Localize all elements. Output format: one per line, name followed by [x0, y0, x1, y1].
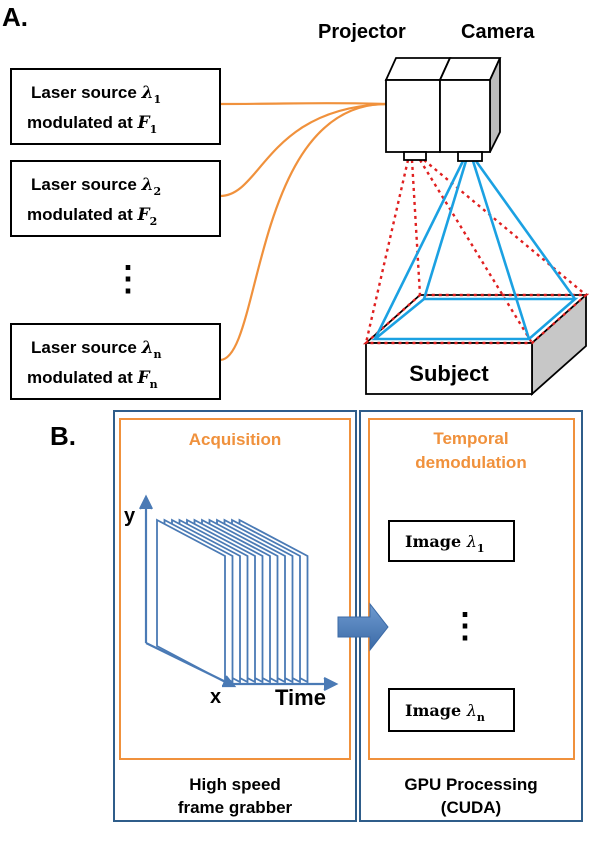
laser-source-2-lambda: λ: [141, 175, 154, 195]
fiber-1: [219, 102, 387, 106]
y-axis-arrowhead: [139, 494, 153, 510]
image-box-1-lambda: λ: [466, 532, 477, 551]
frame-grabber-panel: [113, 410, 357, 822]
panel-a-label: A.: [2, 2, 28, 32]
grabber-caption-2: frame grabber: [178, 798, 293, 817]
svg-text:modulated at F2: modulated at F2: [27, 205, 157, 228]
image-box-n-lambda: λ: [466, 701, 477, 720]
gpu-caption-2: (CUDA): [441, 798, 501, 817]
subject-label: Subject: [409, 361, 489, 386]
image-box-n: Image λn: [388, 688, 515, 732]
laser-source-n-mod: modulated at: [27, 368, 138, 387]
panel-b-label: B.: [50, 421, 76, 451]
laser-source-2-lambda-sub: 2: [153, 185, 161, 198]
transfer-arrow: [337, 602, 389, 652]
demodulation-title-2: demodulation: [415, 453, 526, 472]
acquisition-box: [119, 418, 351, 760]
camera-device: [438, 57, 502, 162]
projector-label: Projector: [318, 21, 406, 43]
svg-text:Image λn: Image λn: [405, 701, 485, 724]
time-axis-arrowhead: [323, 677, 339, 691]
image-box-1-sub: 1: [477, 542, 485, 555]
frame-stack: [156, 518, 309, 684]
gpu-panel: [359, 410, 583, 822]
acquisition-title: Acquisition: [189, 430, 282, 449]
svg-text:Laser source λ1: Laser source λ1: [31, 83, 161, 106]
gpu-caption-1: GPU Processing: [404, 775, 537, 794]
grabber-caption-1: High speed: [189, 775, 281, 794]
svg-text:Image λ1: Image λ1: [405, 532, 485, 555]
svg-text:Laser source λn: Laser source λn: [31, 338, 161, 361]
camera-label: Camera: [461, 21, 535, 43]
camera-rays: [371, 160, 579, 341]
acquisition-axes: [139, 494, 339, 691]
laser-source-2-mod: modulated at: [27, 205, 138, 224]
fiber-n: [219, 102, 387, 362]
laser-source-n-lambda-sub: n: [153, 348, 161, 361]
svg-text:Laser source λ2: Laser source λ2: [31, 175, 161, 198]
laser-source-n-text: Laser source: [31, 338, 142, 357]
sources-ellipsis: ⋮: [111, 260, 145, 298]
fiber-2: [219, 102, 387, 198]
optical-fibers: [219, 102, 387, 362]
laser-source-1-mod: modulated at: [27, 113, 138, 132]
projector-lens: [403, 151, 427, 161]
laser-source-n-freq-sub: n: [150, 378, 158, 391]
laser-source-1-freq-sub: 1: [150, 123, 158, 136]
images-ellipsis: ⋮: [448, 607, 482, 645]
time-axis-label: Time: [275, 685, 326, 710]
laser-source-1-lambda: λ: [141, 83, 154, 103]
x-axis-label: x: [210, 686, 221, 708]
image-box-n-text: Image: [405, 701, 467, 720]
laser-source-2: Laser source λ2 modulated at F2: [10, 160, 221, 237]
laser-source-2-freq-sub: 2: [150, 215, 158, 228]
demodulation-title-1: Temporal: [433, 429, 508, 448]
laser-source-2-text: Laser source: [31, 175, 142, 194]
demodulation-box: [368, 418, 575, 760]
laser-source-1-lambda-sub: 1: [153, 93, 161, 106]
laser-source-1: Laser source λ1 modulated at F1: [10, 68, 221, 145]
laser-source-n-lambda: λ: [141, 338, 154, 358]
x-axis: [145, 642, 231, 685]
y-axis-label: y: [124, 505, 136, 527]
laser-source-1-freq: F: [137, 113, 152, 133]
image-box-n-sub: n: [477, 711, 485, 724]
laser-source-n: Laser source λn modulated at Fn: [10, 323, 221, 400]
image-box-1: Image λ1: [388, 520, 515, 562]
laser-source-n-freq: F: [137, 368, 152, 388]
laser-source-1-text: Laser source: [31, 83, 142, 102]
svg-text:modulated at Fn: modulated at Fn: [27, 368, 158, 391]
laser-source-2-freq: F: [137, 205, 152, 225]
camera-lens: [457, 151, 483, 162]
image-box-1-text: Image: [405, 532, 467, 551]
svg-text:modulated at F1: modulated at F1: [27, 113, 157, 136]
